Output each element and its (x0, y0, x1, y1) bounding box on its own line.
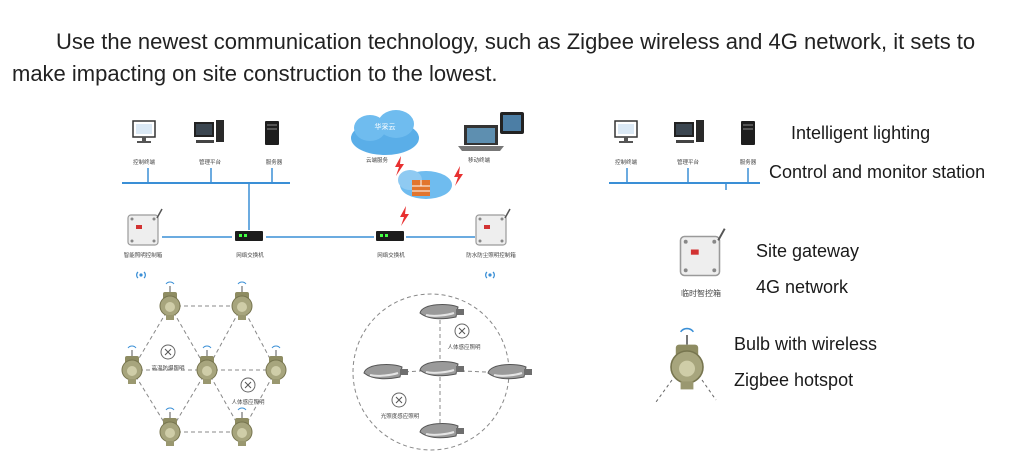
bulb-icon (121, 345, 143, 385)
gateway-box-icon (475, 208, 511, 246)
bulb-signal-lines (655, 379, 717, 403)
server-tower-icon (265, 121, 279, 145)
legend-station-caption: 管理平台 (676, 160, 699, 166)
cloud-station-caption: 云端服务 (365, 158, 388, 164)
street-lamp-icon (419, 303, 465, 320)
legend-station-label: Intelligent lighting (791, 123, 931, 143)
mobile-caption: 移动终端 (467, 158, 490, 164)
switch-caption: 网络交换机 (377, 253, 405, 259)
gateway-box-icon (679, 227, 726, 277)
bulb-icon (231, 281, 253, 321)
legend-station-caption: 服务器 (739, 160, 757, 166)
gateway-caption: 智能照明控制箱 (123, 253, 163, 259)
lightning-icon (454, 166, 463, 186)
station-bus-left (122, 168, 290, 230)
zone-caption: 人体感应照明 (447, 345, 481, 351)
cloud-label: 华采云 (374, 124, 396, 131)
network-switch-icon (235, 231, 263, 241)
legend-station-caption: 控制终端 (614, 160, 637, 166)
gateway-caption: 防水防尘照明控制箱 (466, 253, 516, 259)
lightning-icon (400, 206, 409, 226)
wifi-signal-icon (485, 271, 495, 279)
cloud-icon (351, 110, 419, 155)
bulb-icon (265, 345, 287, 385)
station-caption: 服务器 (265, 160, 283, 166)
bulb-icon (159, 407, 181, 447)
server-tower-icon (741, 121, 755, 145)
firewall-icon (398, 170, 452, 199)
legend-gateway-label: Site gateway (756, 241, 860, 261)
legend-gateway-caption: 临时智控箱 (681, 289, 721, 298)
computer-monitor-icon (132, 120, 156, 144)
sensor-icon (454, 323, 470, 339)
street-lamp-icon (487, 363, 533, 380)
sensor-icon (391, 392, 407, 408)
station-caption: 控制终端 (132, 160, 155, 166)
heading-text: Use the newest communication technology,… (12, 29, 976, 86)
sensor-icon (160, 344, 176, 360)
bulb-icon (196, 345, 218, 385)
bulb-icon (670, 327, 704, 391)
station-bus-right (609, 168, 760, 190)
desktop-pc-icon (194, 120, 224, 143)
desktop-pc-icon (674, 120, 704, 143)
bulb-icon (159, 281, 181, 321)
gateway-box-icon (127, 208, 163, 246)
network-switch-icon (376, 231, 404, 241)
legend-bulb-label: Zigbee hotspot (734, 370, 854, 390)
zone-caption: 光照度感应照明 (380, 414, 420, 420)
legend-bulb-label: Bulb with wireless (734, 334, 878, 354)
sensor-icon (240, 377, 256, 393)
zone-caption: 高温防爆照明 (151, 366, 185, 372)
street-lamp-icon (363, 363, 409, 380)
computer-monitor-icon (614, 120, 638, 144)
bulb-icon (231, 407, 253, 447)
zone-caption: 人体感应照明 (231, 400, 265, 406)
street-lamp-icon (419, 360, 465, 377)
tablet-icon (500, 112, 524, 134)
wifi-signal-icon (136, 271, 146, 279)
switch-caption: 网络交换机 (236, 253, 264, 259)
station-caption: 管理平台 (198, 160, 221, 166)
laptop-icon (458, 125, 504, 151)
legend-gateway-label: 4G network (756, 277, 849, 297)
legend-station-label: Control and monitor station (769, 162, 986, 182)
street-lamp-icon (419, 422, 465, 439)
